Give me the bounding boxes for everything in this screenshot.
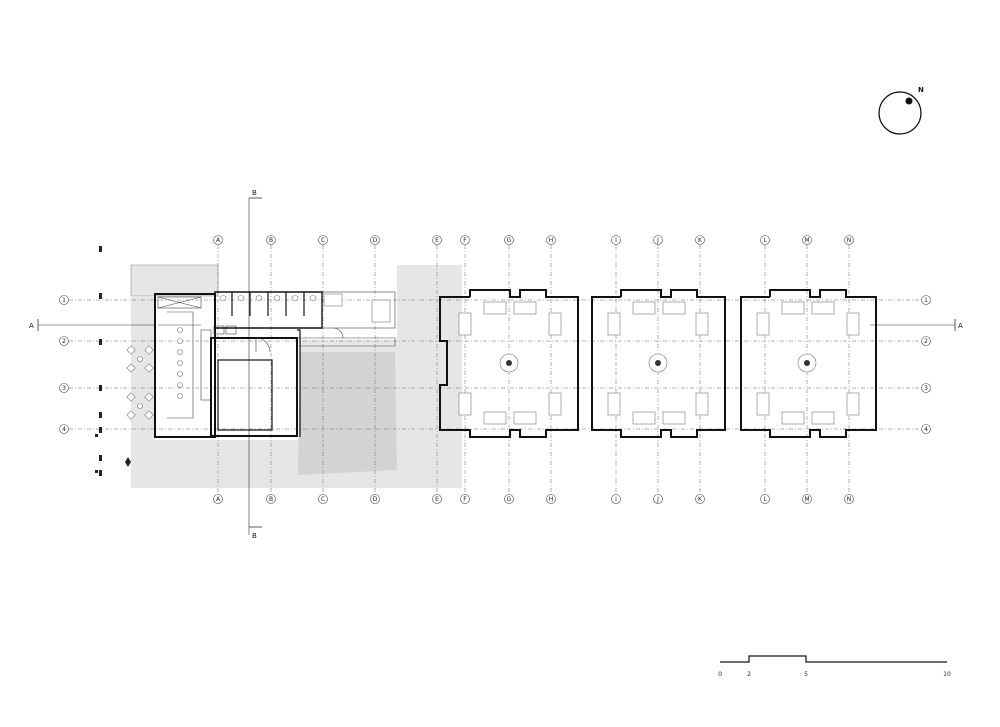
section-lines bbox=[37, 197, 956, 535]
grid-label-a-top: A bbox=[216, 237, 221, 244]
main-building bbox=[126, 291, 396, 438]
grid-label-n-top: N bbox=[847, 237, 852, 244]
grid-label-g-top: G bbox=[507, 237, 512, 244]
grid-label-d-top: D bbox=[373, 237, 378, 244]
grid-label-4-right: 4 bbox=[924, 426, 928, 433]
grid-label-n-bottom: N bbox=[847, 496, 852, 503]
grid-label-m-top: M bbox=[804, 237, 809, 244]
scale-tick-10: 10 bbox=[943, 671, 951, 678]
grid-label-l-top: L bbox=[763, 237, 767, 244]
scale-tick-5: 5 bbox=[804, 671, 808, 678]
row-grid-lines bbox=[69, 299, 920, 430]
grid-label-1-left: 1 bbox=[62, 297, 66, 304]
column-grid-lines bbox=[217, 245, 850, 496]
grid-label-f-bottom: F bbox=[463, 496, 467, 503]
row-grid-bubbles: 1 2 3 4 1 2 3 4 bbox=[59, 295, 931, 434]
grid-label-h-top: H bbox=[549, 237, 554, 244]
grid-label-3-right: 3 bbox=[924, 385, 928, 392]
grid-label-l-bottom: L bbox=[763, 496, 767, 503]
north-arrow bbox=[878, 91, 922, 135]
pavilion-1 bbox=[439, 289, 579, 438]
grid-label-2-left: 2 bbox=[62, 338, 66, 345]
column-grid-bubbles-bottom: A B C D E F G H I J K L M N bbox=[213, 494, 854, 504]
pavilion-2 bbox=[591, 289, 726, 438]
grid-label-k-top: K bbox=[698, 237, 703, 244]
section-a-right-label: A bbox=[958, 322, 963, 330]
grid-label-b-bottom: B bbox=[269, 496, 273, 503]
column-grid-bubbles-top: A B C D E F G H I J K L M N bbox=[213, 235, 854, 245]
grid-label-g-bottom: G bbox=[507, 496, 512, 503]
grid-label-d-bottom: D bbox=[373, 496, 378, 503]
elevation-markers bbox=[95, 246, 131, 476]
pool bbox=[298, 352, 397, 475]
grid-label-4-left: 4 bbox=[62, 426, 66, 433]
grid-label-b-top: B bbox=[269, 237, 273, 244]
grid-label-j-top: J bbox=[656, 237, 659, 244]
pavilion-3 bbox=[740, 289, 877, 438]
grid-label-1-right: 1 bbox=[924, 297, 928, 304]
scale-tick-0: 0 bbox=[718, 671, 722, 678]
scale-bar bbox=[720, 655, 947, 663]
grid-label-2-right: 2 bbox=[924, 338, 928, 345]
grid-label-e-top: E bbox=[435, 237, 439, 244]
grid-label-f-top: F bbox=[463, 237, 467, 244]
grid-label-e-bottom: E bbox=[435, 496, 439, 503]
grid-label-c-top: C bbox=[321, 237, 325, 244]
grid-label-h-bottom: H bbox=[549, 496, 554, 503]
grid-label-a-bottom: A bbox=[216, 496, 221, 503]
section-b-top-label: B bbox=[252, 189, 257, 197]
grid-label-k-bottom: K bbox=[698, 496, 703, 503]
section-a-left-label: A bbox=[29, 322, 34, 330]
grid-label-i-bottom: I bbox=[615, 496, 617, 503]
section-b-bottom-label: B bbox=[252, 532, 257, 540]
grid-label-3-left: 3 bbox=[62, 385, 66, 392]
grid-label-j-bottom: J bbox=[656, 496, 659, 503]
grid-label-i-top: I bbox=[615, 237, 617, 244]
scale-tick-2: 2 bbox=[747, 671, 751, 678]
grid-label-c-bottom: C bbox=[321, 496, 325, 503]
grid-label-m-bottom: M bbox=[804, 496, 809, 503]
north-label: N bbox=[918, 86, 924, 94]
